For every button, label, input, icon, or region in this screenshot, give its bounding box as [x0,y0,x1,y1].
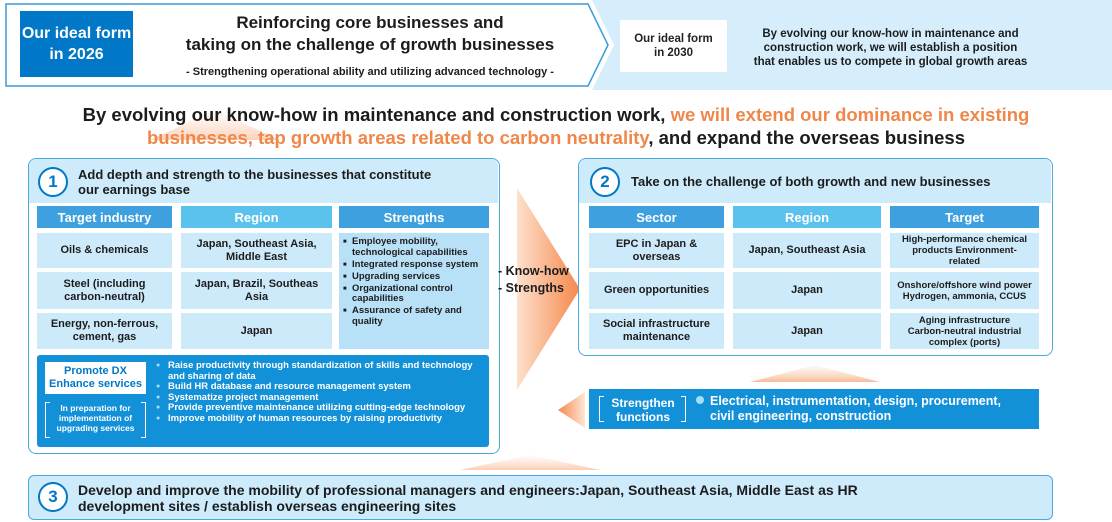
header-region: Region [181,206,332,228]
industry-cell: Steel (including carbon-neutral) [37,272,172,309]
prep-note: In preparation for implementation of upg… [50,403,141,433]
up-arrow-left [150,110,280,140]
strength-item: Organizational control capabilities [343,283,485,305]
sf-bullet-icon [696,396,704,404]
region-cell-2: Japan [733,313,881,349]
ideal-2030-line1: By evolving our know-how in maintenance … [762,28,1019,40]
ideal-2030-description: By evolving our know-how in maintenance … [733,27,1048,69]
prep-bracket-right [141,402,146,438]
sf-bracket-left [599,396,604,422]
header-target: Target [890,206,1039,228]
strengths-list: Employee mobility, technological capabil… [343,236,485,327]
sector-cell: EPC in Japan & overseas [589,233,724,268]
target-cell: Aging infrastructure Carbon-neutral indu… [890,313,1039,349]
industry-cell: Oils & chemicals [37,233,172,268]
dx-item: Build HR database and resource managemen… [156,381,482,393]
strengthen-label-line1: Strengthen [611,396,675,410]
panel2-title: Take on the challenge of both growth and… [631,174,991,189]
industry-cell: Energy, non-ferrous, cement, gas [37,313,172,349]
region-cell: Japan [181,313,332,349]
sector-cell: Social infrastructure maintenance [589,313,724,349]
panel-human-resources [28,475,1053,520]
ideal-form-2026-label: Our ideal form in 2026 [21,25,132,63]
panel2-number: 2 [590,167,620,197]
prep-note-line3: upgrading services [56,423,135,433]
knowhow-label: - Know-how - Strengths [498,263,582,297]
strengthen-functions-text: Electrical, instrumentation, design, pro… [710,394,1035,424]
panel3-text-line1: Develop and improve the mobility of prof… [78,482,858,498]
ideal-form-2026-badge: Our ideal form in 2026 [18,9,135,79]
headline: By evolving our know-how in maintenance … [30,103,1082,149]
sf-bracket-right [681,396,686,422]
region-cell: Japan, Southeast Asia, Middle East [181,233,332,268]
promote-dx-line2: Enhance services [49,378,142,390]
strengthen-left-arrow [558,392,585,428]
panel1-title: Add depth and strength to the businesses… [78,167,488,197]
dx-item: Improve mobility of human resources by r… [156,413,482,425]
headline-part3: , and expand the overseas business [648,127,966,148]
strengthen-functions-box [589,389,1039,429]
banner-subtitle: - Strengthening operational ability and … [186,66,554,78]
prep-bracket-left [45,402,50,438]
headline-highlight: we will extend our dominance in existing… [146,104,1030,148]
target-cell: High-performance chemical products Envir… [890,233,1039,268]
strength-item: Integrated response system [343,259,485,271]
prep-note-line2: implementation of [58,413,133,423]
ideal-2030-line2: construction work, we will establish a p… [763,42,1018,54]
ideal-form-2030-badge: Our ideal form in 2030 [620,20,727,72]
region-cell: Japan, Brazil, Southeas Asia [181,272,332,309]
panel3-text-line2: development sites / establish overseas e… [78,498,457,514]
strengthen-text-line1: Electrical, instrumentation, design, pro… [710,394,1002,408]
panel1-header [29,159,498,203]
panel3-number: 3 [38,482,68,512]
promote-dx-line1: Promote DX [64,365,127,377]
promote-dx-label: Promote DX Enhance services [45,362,146,394]
sector-cell: Green opportunities [589,272,724,309]
up-arrow-right [750,365,880,382]
banner-title-line2: taking on the challenge of growth busine… [185,35,555,54]
panel1-title-line2: our earnings base [78,182,190,197]
dx-item: Raise productivity through standardizati… [156,360,482,382]
dx-item: Systematize project management [156,392,482,404]
banner-title-line1: Reinforcing core businesses and [236,13,504,32]
panel1-title-line1: Add depth and strength to the businesses… [78,167,432,182]
strengthen-functions-label: Strengthen functions [605,396,681,424]
prep-note-line1: In preparation for [60,403,131,413]
region-cell-2: Japan [733,272,881,309]
headline-part1: By evolving our know-how in maintenance … [82,104,671,125]
center-right-arrow [517,188,580,390]
banner-arrow-inner [5,3,609,87]
header-strengths: Strengths [339,206,489,228]
header-sector: Sector [589,206,724,228]
panel2-header [579,159,1051,203]
up-arrow-bottom [460,455,600,470]
ideal-2030-line3: that enables us to compete in global gro… [753,56,1028,68]
strengthen-text-line2: civil engineering, construction [710,409,892,423]
target-cell: Onshore/offshore wind power Hydrogen, am… [890,272,1039,309]
ideal-form-2030-label: Our ideal form in 2030 [634,33,713,59]
header-region-2: Region [733,206,881,228]
strengthen-label-line2: functions [616,410,670,424]
knowhow-line1: - Know-how [498,264,569,278]
region-cell-2: Japan, Southeast Asia [733,233,881,268]
panel1-number: 1 [38,167,68,197]
dx-list: Raise productivity through standardizati… [156,360,482,425]
strength-item: Upgrading services [343,271,485,283]
strength-item: Employee mobility, technological capabil… [343,236,485,258]
header-target-industry: Target industry [37,206,172,228]
strengths-cell: Employee mobility, technological capabil… [339,233,489,349]
knowhow-line2: - Strengths [498,281,564,295]
dx-item: Provide preventive maintenance utilizing… [156,402,482,414]
strength-item: Assurance of safety and quality [343,305,485,327]
banner-title: Reinforcing core businesses and taking o… [150,12,590,56]
panel3-text: Develop and improve the mobility of prof… [78,482,1043,514]
